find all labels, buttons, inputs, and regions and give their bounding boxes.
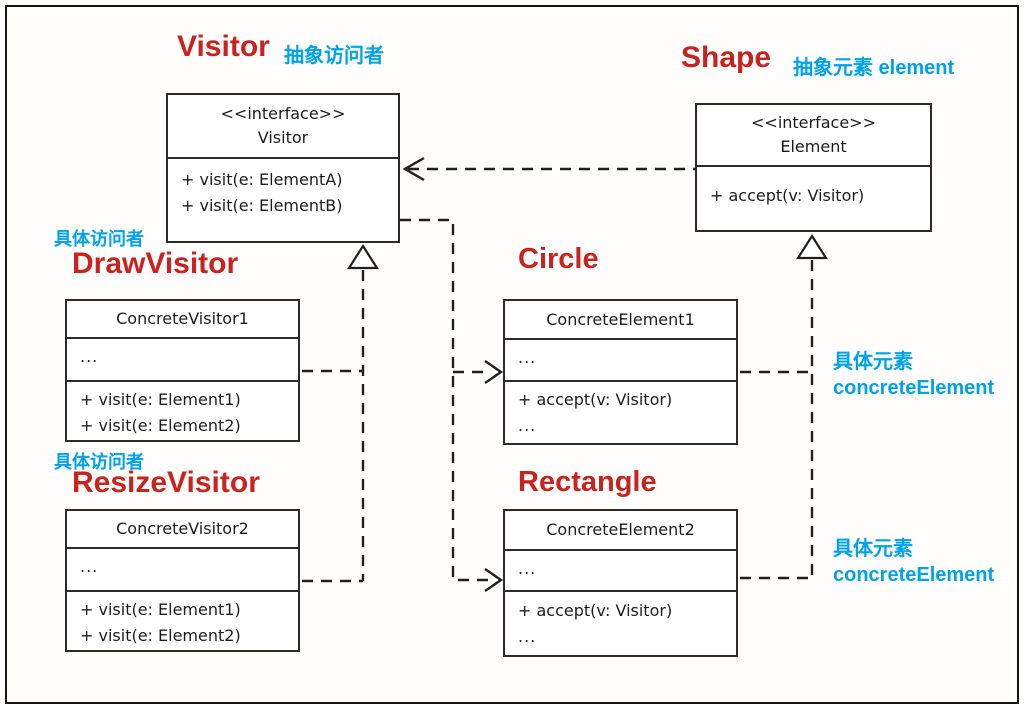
method-line: ...: [518, 627, 537, 646]
label-resizevisitor-title: ResizeVisitor: [72, 466, 260, 499]
class-header: ConcreteVisitor2: [67, 511, 298, 549]
stereotype-label: <<interface>>: [220, 104, 346, 123]
label-visitor-zh: 抽象访问者: [284, 45, 384, 67]
attribute-line: ...: [518, 559, 537, 578]
class-box-concrete-element1: ConcreteElement1 ... + accept(v: Visitor…: [503, 299, 738, 445]
class-box-concrete-visitor2: ConcreteVisitor2 ... + visit(e: Element1…: [65, 509, 300, 652]
method-line: + accept(v: Visitor): [518, 390, 673, 409]
method-line: + visit(e: Element2): [80, 416, 241, 435]
label-rectangle-title: Rectangle: [518, 466, 657, 498]
method-line: + visit(e: Element1): [80, 390, 241, 409]
label-circle-title: Circle: [518, 243, 599, 275]
class-methods: + accept(v: Visitor) ...: [505, 382, 736, 439]
note-en-line: concreteElement: [833, 564, 995, 586]
note-en-line: concreteElement: [833, 377, 995, 399]
class-attributes: ...: [67, 549, 298, 592]
class-attributes: ...: [505, 340, 736, 382]
class-name: ConcreteElement1: [546, 309, 695, 329]
attribute-line: ...: [518, 348, 537, 367]
class-box-visitor-interface: <<interface>> Visitor + visit(e: Element…: [166, 93, 400, 243]
method-line: + accept(v: Visitor): [518, 601, 673, 620]
class-name: ConcreteVisitor1: [116, 309, 249, 328]
class-box-concrete-visitor1: ConcreteVisitor1 ... + visit(e: Element1…: [65, 299, 300, 442]
class-header: ConcreteElement1: [505, 301, 736, 340]
method-line: + visit(e: ElementB): [181, 196, 343, 215]
method-line: + visit(e: Element2): [80, 626, 241, 645]
class-methods: + accept(v: Visitor): [697, 167, 930, 209]
note-zh-line: 具体元素: [833, 538, 913, 560]
note-concrete-element-2: 具体元素 concreteElement: [833, 536, 994, 588]
class-box-element-interface: <<interface>> Element + accept(v: Visito…: [695, 103, 932, 232]
class-methods: + visit(e: Element1) + visit(e: Element2…: [67, 382, 298, 439]
class-box-concrete-element2: ConcreteElement2 ... + accept(v: Visitor…: [503, 509, 738, 657]
method-line: + accept(v: Visitor): [710, 186, 865, 205]
class-name: Visitor: [257, 128, 309, 147]
class-methods: + visit(e: ElementA) + visit(e: ElementB…: [168, 159, 398, 219]
note-zh-line: 具体元素: [833, 351, 913, 373]
class-methods: + visit(e: Element1) + visit(e: Element2…: [67, 592, 298, 649]
label-concrete-visitor2-zh: 具体访问者: [54, 452, 144, 472]
note-concrete-element-1: 具体元素 concreteElement: [833, 349, 994, 401]
class-name: ConcreteVisitor2: [116, 519, 249, 538]
attribute-line: ...: [80, 347, 99, 366]
class-attributes: ...: [67, 339, 298, 382]
label-shape-zh: 抽象元素 element: [793, 57, 955, 79]
stereotype-label: <<interface>>: [751, 113, 876, 132]
method-line: + visit(e: Element1): [80, 600, 241, 619]
method-line: ...: [518, 416, 537, 435]
class-methods: + accept(v: Visitor) ...: [505, 592, 736, 650]
label-concrete-visitor1-zh: 具体访问者: [54, 229, 144, 249]
class-attributes: ...: [505, 551, 736, 592]
class-header: <<interface>> Visitor: [168, 95, 398, 159]
class-name: Element: [780, 137, 847, 156]
class-header: ConcreteVisitor1: [67, 301, 298, 339]
class-header: <<interface>> Element: [697, 105, 930, 167]
label-shape-title: Shape: [681, 41, 772, 74]
class-name: ConcreteElement2: [546, 520, 695, 539]
label-visitor-title: Visitor: [177, 30, 270, 63]
method-line: + visit(e: ElementA): [181, 170, 343, 189]
label-drawvisitor-title: DrawVisitor: [72, 247, 239, 280]
class-header: ConcreteElement2: [505, 511, 736, 551]
attribute-line: ...: [80, 557, 99, 576]
